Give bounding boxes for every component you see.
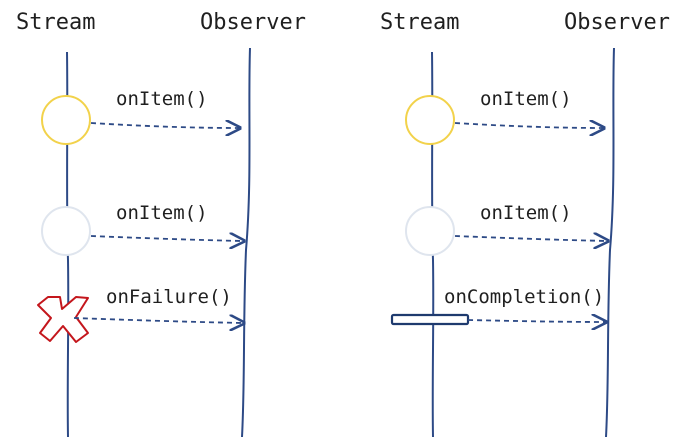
right-observer-lifeline	[605, 47, 615, 438]
left-item-2-marker	[41, 206, 91, 256]
right-item-1-marker	[405, 95, 455, 145]
left-observer-header: Observer	[200, 10, 306, 35]
left-item-2-arrow	[90, 236, 244, 241]
right-item-2-arrow	[454, 236, 608, 241]
left-item-1-marker	[41, 95, 91, 145]
left-failure-arrow	[73, 318, 244, 323]
right-event-2-label: onItem()	[480, 202, 572, 224]
right-event-1-label: onItem()	[480, 88, 572, 110]
left-event-2-label: onItem()	[116, 202, 208, 224]
left-event-1-label: onItem()	[116, 88, 208, 110]
right-completion-bar	[390, 313, 470, 326]
left-event-3-label: onFailure()	[106, 286, 232, 308]
right-observer-header: Observer	[564, 10, 670, 35]
left-stream-header: Stream	[16, 10, 96, 35]
right-item-2-marker	[405, 206, 455, 256]
left-observer-lifeline	[241, 47, 251, 438]
left-item-1-arrow	[90, 123, 240, 128]
right-completion-arrow	[467, 320, 606, 322]
left-failure-cross-icon	[37, 296, 89, 343]
right-stream-header: Stream	[380, 10, 460, 35]
right-event-3-label: onCompletion()	[444, 286, 605, 308]
right-item-1-arrow	[454, 123, 604, 128]
